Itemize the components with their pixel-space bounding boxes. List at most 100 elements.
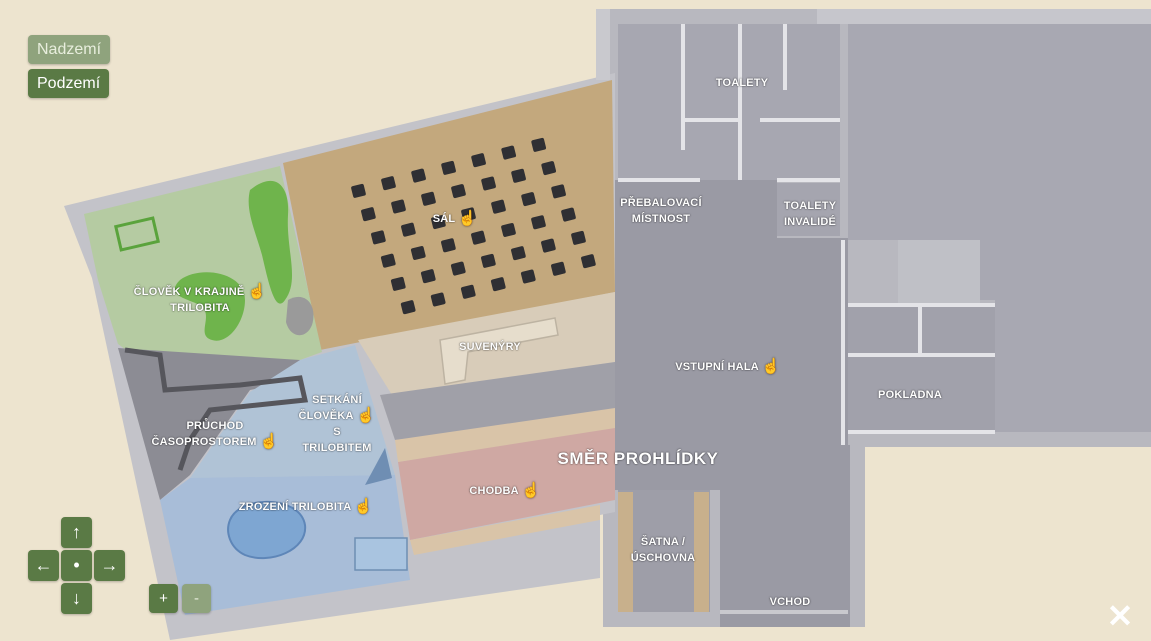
room-setkani[interactable]	[190, 345, 395, 490]
label-toalety-invalide-line2: INVALIDÉ	[783, 216, 837, 228]
layer-below-button[interactable]: Podzemí	[28, 69, 110, 98]
right-large-room	[848, 24, 1151, 432]
label-clovek-v-krajine[interactable]: ČLOVĚK V KRAJINĚ☝ TRILOBITA	[120, 284, 280, 316]
satna-counter-right	[694, 492, 709, 612]
label-sal[interactable]: SÁL☝	[425, 211, 485, 227]
label-vchod-text: VCHOD	[769, 596, 811, 608]
seat	[400, 300, 416, 315]
seat	[431, 215, 446, 230]
room-toalety-invalide[interactable]	[777, 183, 840, 236]
seat	[461, 207, 476, 222]
close-button[interactable]: ✕	[1104, 600, 1136, 632]
landscape-bush	[248, 180, 293, 304]
label-toalety-invalide[interactable]: TOALETY INVALIDÉ	[772, 198, 848, 230]
center-dot-icon: •	[73, 555, 80, 575]
label-prebalovaci-line2: MÍSTNOST	[631, 213, 691, 225]
partition-walls	[618, 24, 995, 445]
seat	[501, 223, 516, 237]
label-smer-prohlidky: SMĚR PROHLÍDKY	[548, 449, 728, 469]
pan-right-button[interactable]: →	[94, 550, 125, 581]
label-toalety-invalide-line1: TOALETY	[783, 200, 837, 212]
label-zrozeni-text: ZROZENÍ TRILOBITA	[238, 501, 352, 513]
seat	[561, 207, 576, 222]
room-chodba[interactable]	[398, 425, 615, 540]
stair-area	[898, 240, 980, 305]
corridor-strip	[395, 408, 615, 462]
label-pruchod-line1: PRŮCHOD	[186, 420, 244, 432]
pan-down-button[interactable]: ↓	[61, 583, 92, 614]
pan-center-button[interactable]: •	[61, 550, 92, 581]
seat	[471, 230, 486, 245]
label-prebalovaci[interactable]: PŘEBALOVACÍ MÍSTNOST	[612, 195, 710, 227]
layer-below-label: Podzemí	[37, 74, 101, 92]
label-setkani[interactable]: SETKÁNÍ ČLOVĚKA☝ S TRILOBITEM	[295, 392, 379, 456]
seat	[490, 277, 506, 292]
seat	[351, 183, 366, 198]
label-pruchod-line2: ČASOPROSTOREM	[151, 436, 257, 448]
seat	[411, 168, 426, 183]
arrow-right-icon: →	[100, 555, 119, 575]
label-suvenyry[interactable]: SUVENÝRY	[450, 339, 530, 355]
souvenir-counter	[439, 317, 559, 385]
label-pokladna-text: POKLADNA	[878, 389, 942, 401]
arrow-down-icon: ↓	[72, 588, 81, 608]
room-pokladna[interactable]	[848, 305, 995, 432]
seat	[410, 246, 426, 260]
seat	[361, 207, 376, 222]
seat	[430, 292, 446, 307]
zoom-in-button[interactable]: +	[149, 584, 178, 613]
seat	[581, 254, 596, 269]
seat	[491, 199, 506, 214]
room-satna[interactable]	[618, 490, 710, 612]
seat	[511, 168, 526, 183]
showcase	[354, 537, 408, 571]
pan-up-button[interactable]: ↑	[61, 517, 92, 548]
label-setkani-line2: ČLOVĚKA	[298, 410, 354, 422]
pointing-hand-icon[interactable]: ☝	[356, 407, 376, 425]
pointing-hand-icon[interactable]: ☝	[354, 498, 374, 516]
seat	[551, 184, 566, 199]
pointing-hand-icon[interactable]: ☝	[761, 358, 781, 376]
label-satna[interactable]: ŠATNA / ÚSCHOVNA	[620, 534, 706, 566]
zoom-out-button[interactable]: -	[182, 584, 211, 613]
seat	[511, 246, 526, 261]
seat	[421, 191, 436, 206]
satna-counter-left	[618, 492, 633, 612]
pruchod-wall	[124, 347, 309, 471]
label-setkani-line4: TRILOBITEM	[302, 442, 372, 455]
seat	[391, 199, 406, 214]
seat	[501, 145, 517, 160]
label-chodba[interactable]: CHODBA☝	[455, 483, 555, 499]
label-pokladna[interactable]: POKLADNA	[865, 387, 955, 403]
pan-left-button[interactable]: ←	[28, 550, 59, 581]
room-vchod[interactable]	[720, 495, 850, 627]
zoom-in-icon: +	[159, 590, 168, 607]
seat	[390, 276, 406, 291]
label-zrozeni[interactable]: ZROZENÍ TRILOBITA☝	[226, 499, 386, 515]
pointing-hand-icon[interactable]: ☝	[458, 210, 478, 228]
label-toalety[interactable]: TOALETY	[704, 75, 780, 91]
label-clovek-line2: TRILOBITA	[170, 302, 230, 315]
seat	[481, 176, 496, 191]
arrow-up-icon: ↑	[72, 522, 81, 542]
seat	[521, 192, 536, 207]
seat	[380, 253, 396, 268]
seat	[381, 176, 396, 191]
label-vstupni-hala[interactable]: VSTUPNÍ HALA☝	[663, 359, 793, 375]
label-sal-text: SÁL	[432, 213, 456, 225]
seat	[441, 238, 456, 253]
label-clovek-line1: ČLOVĚK V KRAJINĚ	[133, 286, 245, 298]
pointing-hand-icon[interactable]: ☝	[521, 482, 541, 500]
room-toalety[interactable]	[618, 24, 840, 180]
label-smer-prohlidky-text: SMĚR PROHLÍDKY	[557, 449, 719, 468]
trilobite-pool	[227, 500, 307, 560]
room-sal[interactable]	[283, 80, 615, 350]
label-toalety-text: TOALETY	[715, 77, 769, 89]
pointing-hand-icon[interactable]: ☝	[247, 283, 267, 301]
pointing-hand-icon[interactable]: ☝	[259, 433, 279, 451]
label-pruchod[interactable]: PRŮCHOD ČASOPROSTOREM☝	[140, 418, 290, 450]
label-vchod[interactable]: VCHOD	[755, 594, 825, 610]
seat	[450, 261, 466, 276]
layer-above-button[interactable]: Nadzemí	[28, 35, 111, 64]
